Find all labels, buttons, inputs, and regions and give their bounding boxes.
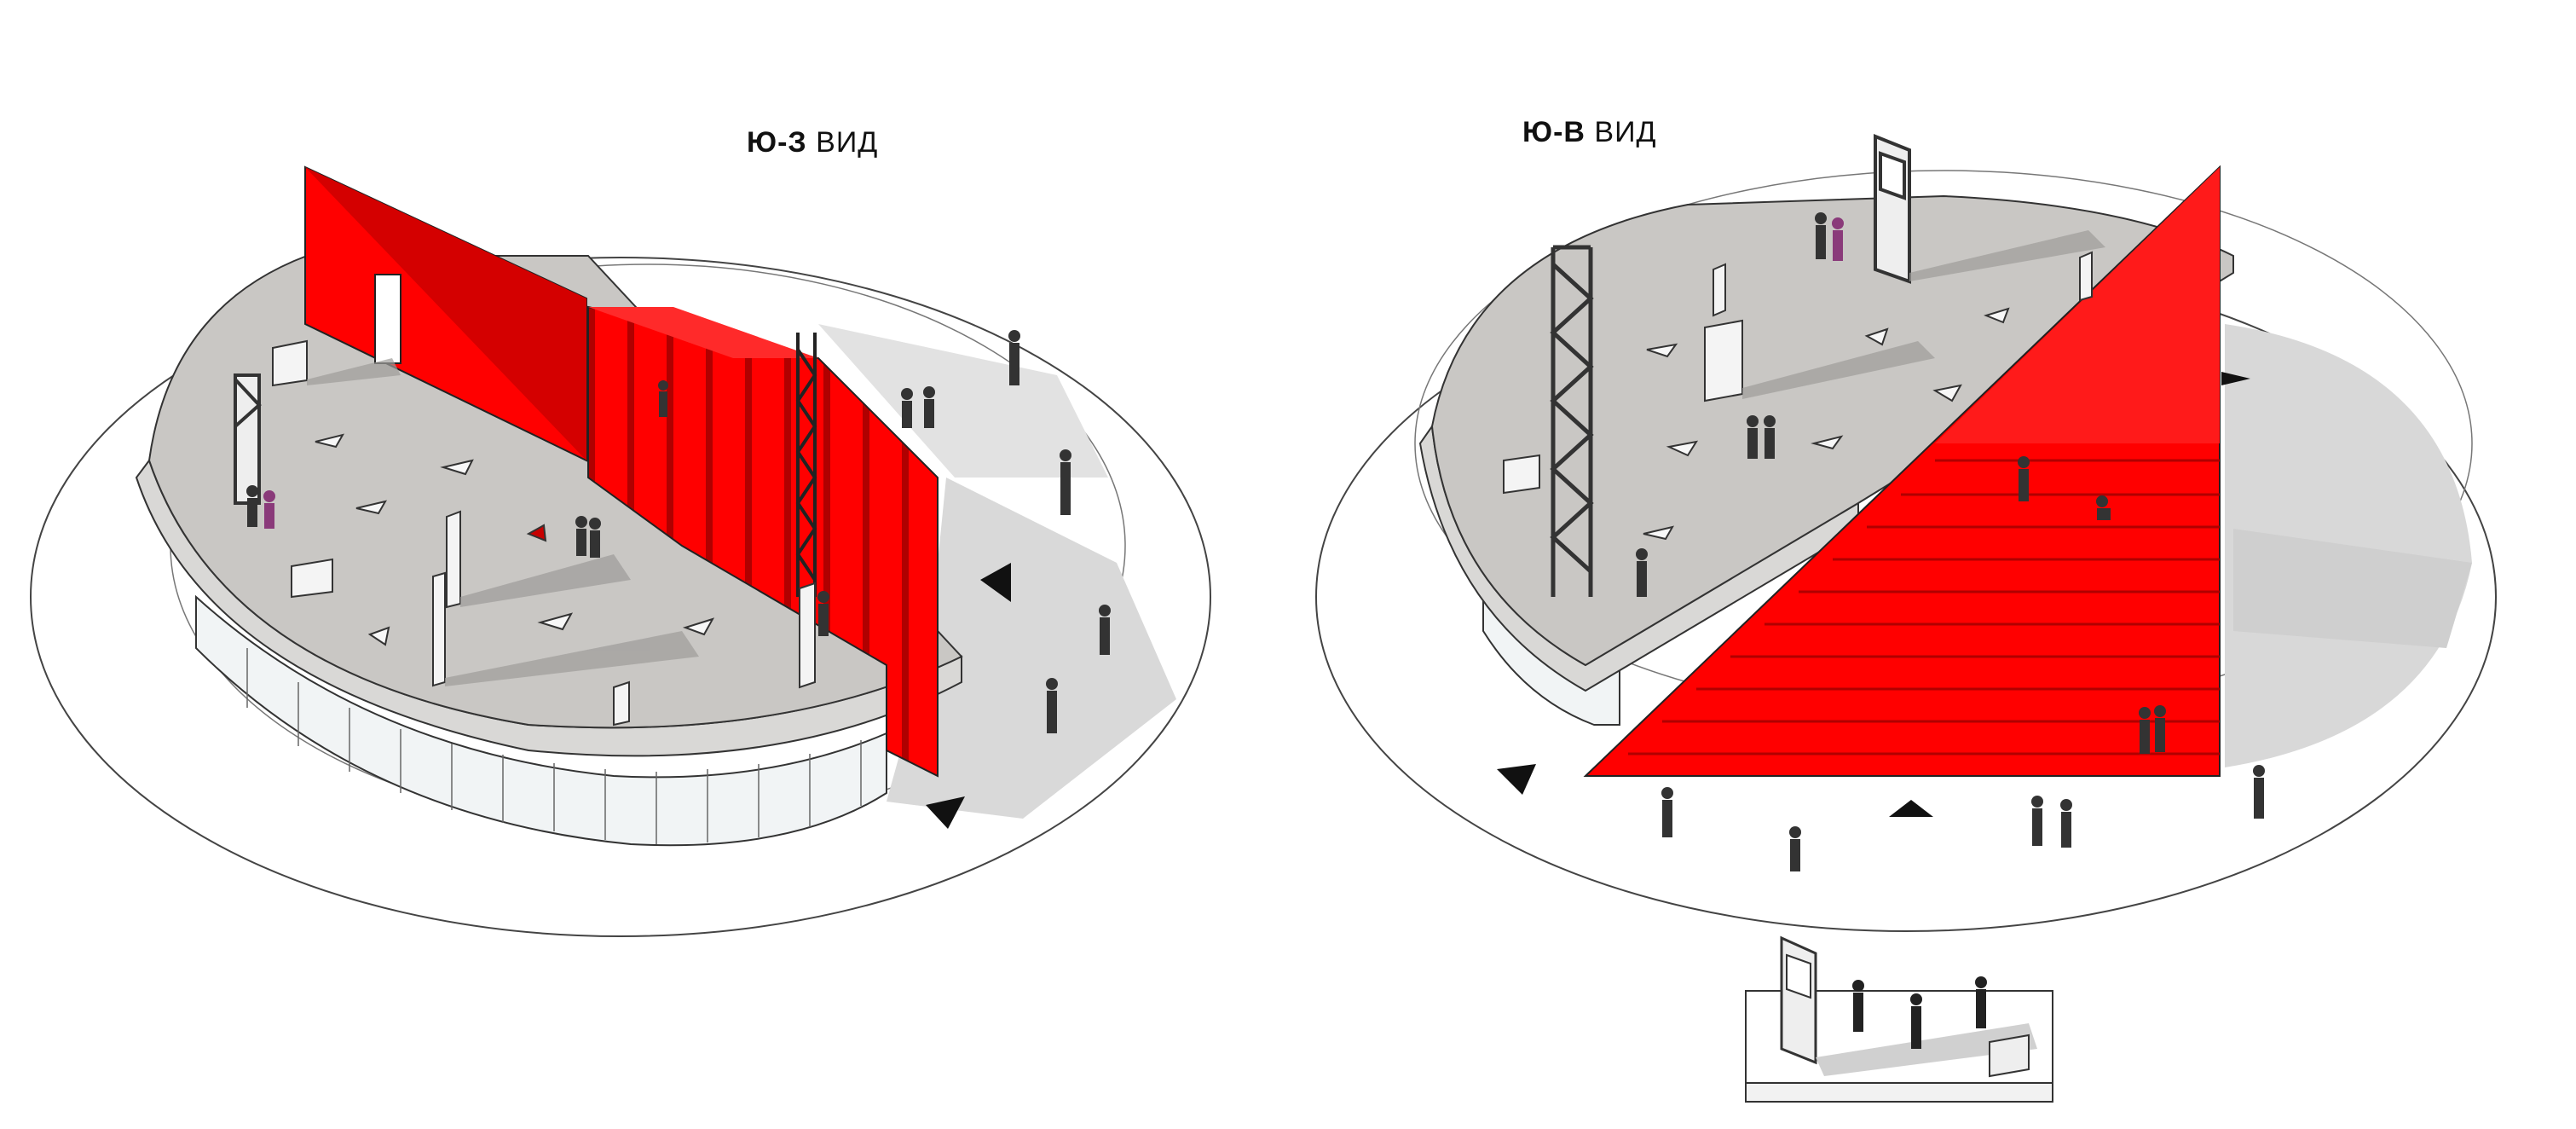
monoliths — [1503, 251, 2093, 495]
monolith-shadows — [307, 358, 699, 686]
doorway — [374, 274, 401, 364]
view-code: Ю-В — [1522, 116, 1585, 148]
frame-monolith — [1874, 134, 1911, 284]
inset-detail — [1745, 935, 2053, 1103]
model-southwest — [30, 165, 1211, 937]
ground-marker — [2221, 372, 2250, 385]
pyramid-sculptures — [315, 433, 715, 646]
view-title-southwest: Ю-З ВИД — [747, 126, 878, 159]
monolith-shadows — [1742, 230, 2105, 399]
small-frame-tower — [234, 373, 262, 505]
red-ramp-top-plane — [1935, 167, 2220, 443]
cast-shadow — [818, 324, 1108, 478]
people — [1636, 212, 2265, 871]
red-louvered-facade — [587, 305, 939, 778]
pyramid-sculptures — [1643, 307, 2010, 541]
roof-deck — [1430, 194, 2234, 667]
red-facade-top — [588, 307, 818, 358]
model-southeast — [1315, 134, 2497, 1103]
view-word: ВИД — [1594, 116, 1657, 148]
red-wall-shade — [305, 167, 586, 460]
ground-marker — [980, 563, 1011, 602]
stair-treads — [1628, 459, 2220, 756]
view-word: ВИД — [816, 126, 879, 159]
ground-marker — [926, 796, 965, 829]
lattice-tower — [1550, 245, 1594, 597]
mullions — [246, 648, 862, 844]
people — [246, 330, 1111, 733]
cast-shadow — [887, 478, 1176, 819]
lattice-tower — [795, 333, 817, 597]
ground-marker — [1497, 764, 1536, 795]
view-title-southeast: Ю-В ВИД — [1522, 116, 1657, 149]
monoliths — [272, 339, 816, 727]
ground-marker — [1889, 800, 1933, 817]
view-code: Ю-З — [747, 126, 807, 159]
stair-shadow-steps — [2233, 529, 2472, 648]
